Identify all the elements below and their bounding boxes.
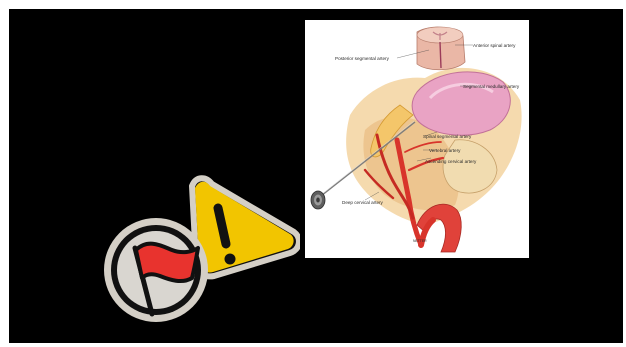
red-flag-warning-graphic <box>100 166 300 336</box>
syringe-hub <box>311 191 325 209</box>
label-vertebral-artery: Vertebral artery <box>429 148 461 153</box>
label-ascending-cervical-artery: Ascending cervical artery <box>425 159 477 164</box>
red-flag-icon <box>104 218 208 322</box>
label-spinal-segmental-artery: Spinal segmental artery <box>423 134 472 139</box>
label-deep-cervical-artery: Deep cervical artery <box>342 200 384 205</box>
warning-triangle-icon <box>192 178 299 276</box>
illustration-credit: NETTER <box>413 239 427 243</box>
label-anterior-spinal-artery: Anterior spinal artery <box>473 43 516 48</box>
anterior-spinal-artery-line <box>440 42 441 68</box>
anatomy-svg: Posterior segmental artery Anterior spin… <box>305 20 529 258</box>
label-posterior-segmental-artery: Posterior segmental artery <box>335 56 390 61</box>
red-flag-warning-svg <box>100 166 300 336</box>
anatomy-illustration: Posterior segmental artery Anterior spin… <box>305 20 529 258</box>
label-segmental-medullary-artery: Segmental medullary artery <box>463 84 520 89</box>
